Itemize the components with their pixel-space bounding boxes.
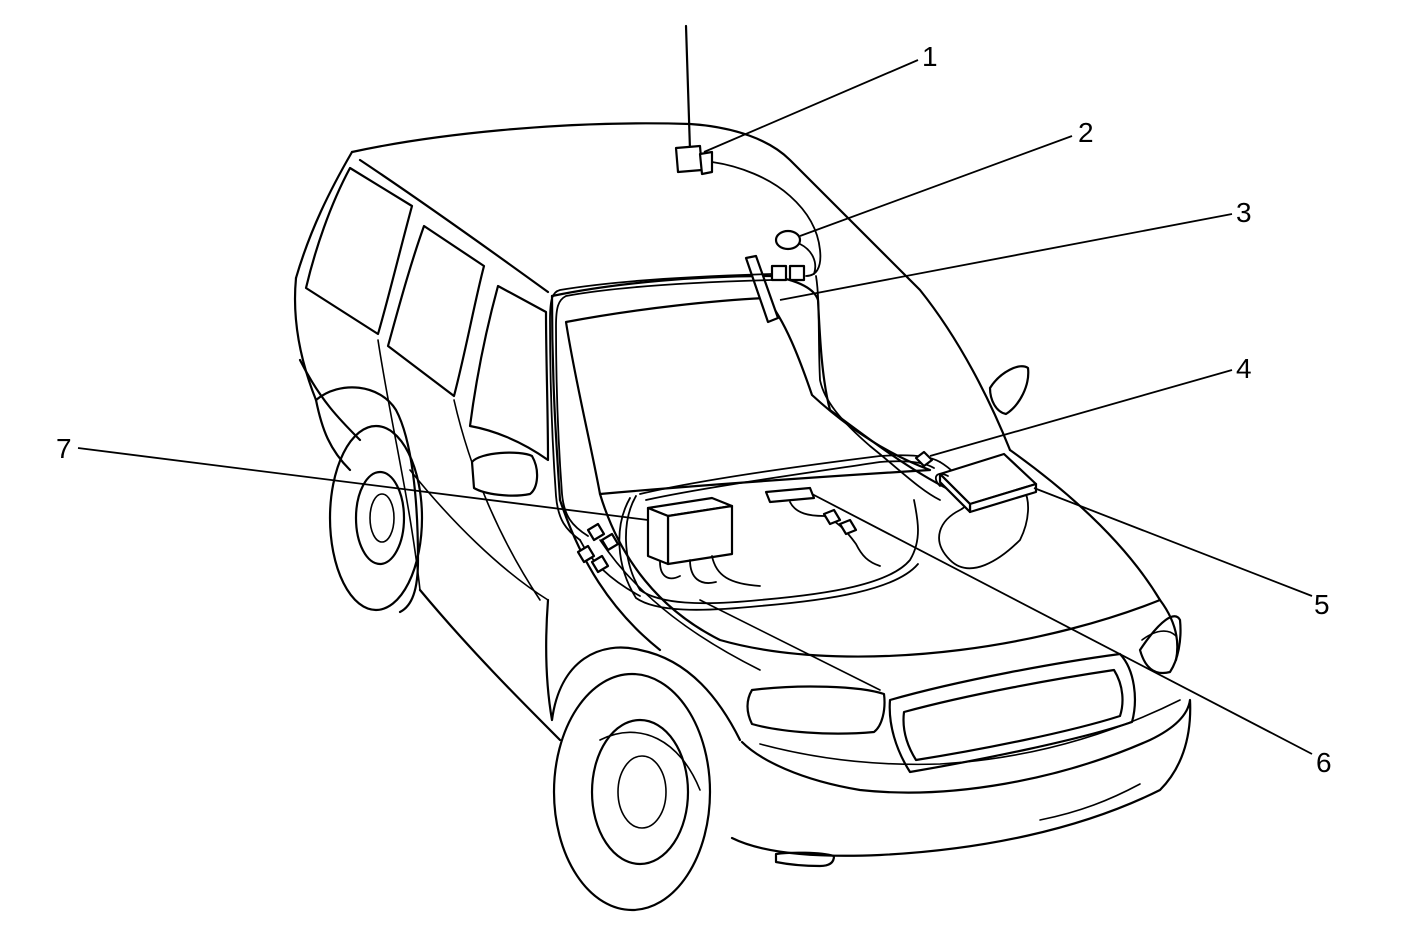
leader-4 — [929, 369, 1233, 457]
body-side-bottom — [298, 358, 362, 442]
callout-4: 4 — [1236, 353, 1252, 384]
callout-3: 3 — [1236, 197, 1252, 228]
front-wheel-inner — [599, 731, 701, 791]
antenna-base — [674, 144, 704, 174]
windshield-outer — [550, 274, 952, 492]
door-crease — [409, 469, 549, 601]
antenna-connector — [698, 150, 714, 176]
hood-right-edge — [1008, 448, 1179, 662]
module7-cable-a — [659, 561, 681, 580]
hood-outline — [598, 492, 1162, 658]
callout-7: 7 — [56, 433, 72, 464]
callout-1: 1 — [922, 41, 938, 72]
callout-labels: 1 2 3 4 5 6 7 — [56, 41, 1332, 778]
front-door-window — [468, 284, 550, 462]
cowl-connector-a — [586, 522, 606, 542]
headlight-right-detail — [1141, 630, 1177, 641]
rear-wheel-tire — [328, 424, 424, 612]
module7-front — [666, 504, 734, 566]
left-mirror — [470, 451, 539, 497]
front-left-fender — [545, 598, 742, 742]
cowl-connector-c — [576, 544, 596, 564]
leader-lines — [77, 59, 1313, 755]
hood-crease — [699, 599, 881, 691]
header-harness-left — [549, 273, 773, 541]
body-side-upper — [293, 276, 352, 472]
windshield-header-connector — [549, 254, 941, 541]
dash-harness-loop — [625, 495, 919, 605]
module7-cable-c — [711, 555, 761, 587]
rocker-line — [418, 588, 562, 742]
fog-light — [774, 851, 836, 868]
leader-7 — [77, 447, 649, 521]
lower-valance — [1039, 783, 1141, 821]
rear-wheel-hub — [369, 493, 395, 543]
roof-rear-edge — [294, 150, 354, 280]
rear-wheel-arch — [314, 386, 420, 614]
round-connector-cable — [799, 243, 817, 275]
front-fender-upper — [558, 498, 662, 652]
front-door-line — [453, 399, 541, 601]
antenna-mast — [684, 24, 692, 152]
callout-6: 6 — [1316, 747, 1332, 778]
module7-side — [646, 506, 670, 566]
headlight-left — [746, 685, 886, 735]
harness-connector-body — [914, 450, 934, 468]
round-connector-body — [774, 229, 802, 251]
module5-side — [938, 472, 972, 514]
harness-connector — [914, 450, 934, 468]
rear-door-window — [386, 224, 486, 398]
leader-5 — [1033, 487, 1313, 597]
header-strap — [744, 254, 780, 324]
roof-connector-round — [774, 229, 817, 275]
header-harness-left-2 — [555, 279, 773, 537]
right-mirror — [988, 365, 1030, 416]
cowl-connector-b — [600, 532, 620, 552]
antenna-cable — [711, 161, 822, 277]
cowl-connector-d — [590, 554, 610, 574]
header-connector-b — [788, 264, 806, 282]
rear-wheel-rim — [354, 470, 406, 566]
dash-harness-loop-2 — [618, 497, 919, 611]
rear-door-line — [377, 339, 421, 591]
hood-crease-2 — [599, 539, 761, 671]
grille-inner — [902, 668, 1124, 762]
callout-2: 2 — [1078, 117, 1094, 148]
front-wheel-tire — [552, 672, 712, 912]
dash-sensor-body — [764, 486, 816, 504]
module7-cable-b — [689, 559, 717, 584]
passenger-side-module — [934, 452, 1038, 514]
leader-2 — [799, 135, 1073, 237]
roof-antenna — [674, 24, 822, 277]
front-wheel-hub — [617, 755, 667, 829]
leader-1 — [703, 59, 919, 153]
front-wheel-rim — [590, 718, 690, 866]
dash-sensor-connector-b — [838, 518, 858, 536]
header-harness-right — [815, 275, 941, 501]
headlight-right — [1138, 615, 1182, 675]
windshield-inner — [564, 296, 932, 496]
callout-5: 5 — [1314, 589, 1330, 620]
module5-cable — [934, 473, 949, 487]
front-bumper — [730, 698, 1192, 857]
dash-sensor-connector-a — [822, 508, 842, 526]
a-pillar-left — [550, 294, 562, 502]
dash-harness-main-2 — [645, 460, 935, 501]
rear-quarter-window — [304, 166, 414, 336]
leader-6 — [811, 493, 1313, 755]
bumper-line — [759, 699, 1181, 766]
vehicle-body — [293, 122, 1192, 912]
roof-side-rail — [358, 158, 550, 294]
dash-sensor — [764, 486, 881, 567]
leader-3 — [779, 213, 1233, 301]
driver-side-module — [576, 496, 761, 587]
header-connector-a — [770, 264, 788, 282]
roof-outline — [350, 122, 1012, 452]
